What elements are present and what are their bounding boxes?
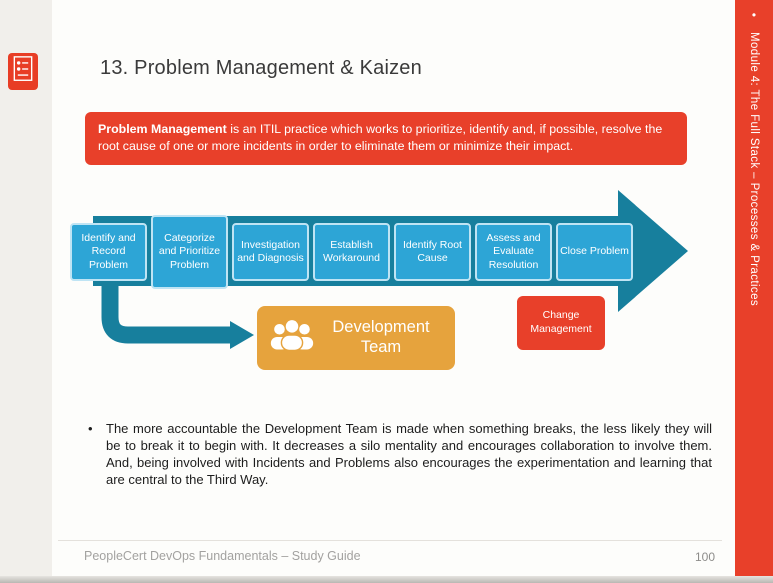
process-arrow-shape bbox=[93, 190, 688, 317]
development-team-card: Development Team bbox=[257, 306, 455, 370]
connector-arrow bbox=[98, 283, 268, 362]
module-sidebar-bullet: • bbox=[751, 8, 757, 22]
process-step: Establish Workaround bbox=[313, 223, 390, 281]
process-steps-row: Identify and Record Problem Categorize a… bbox=[70, 215, 650, 289]
scan-bottom-shadow bbox=[0, 576, 773, 583]
page-number: 100 bbox=[695, 550, 716, 564]
banner-term: Problem Management bbox=[98, 122, 227, 136]
banner-definition: is an ITIL practice which works to prior… bbox=[98, 122, 663, 154]
footer-divider bbox=[58, 540, 722, 541]
footer-title: PeopleCert DevOps Fundamentals – Study G… bbox=[84, 549, 361, 563]
slide-corner-badge bbox=[8, 53, 38, 90]
process-step: Identify and Record Problem bbox=[70, 223, 147, 281]
people-group-icon bbox=[267, 316, 317, 361]
page-title: 13. Problem Management & Kaizen bbox=[100, 57, 422, 79]
process-step: Close Problem bbox=[556, 223, 633, 281]
process-step: Assess and Evaluate Resolution bbox=[475, 223, 552, 281]
module-sidebar-label: Module 4: The Full Stack – Processes & P… bbox=[748, 32, 760, 307]
note-text: The more accountable the Development Tea… bbox=[106, 421, 712, 488]
module-sidebar: • Module 4: The Full Stack – Processes &… bbox=[735, 0, 773, 583]
document-form-icon bbox=[10, 53, 36, 90]
process-step: Categorize and Prioritize Problem bbox=[151, 215, 228, 289]
process-step: Identify Root Cause bbox=[394, 223, 471, 281]
scan-left-margin bbox=[0, 0, 52, 583]
change-management-card: Change Management bbox=[517, 296, 605, 350]
definition-banner: Problem Management is an ITIL practice w… bbox=[85, 112, 687, 165]
development-team-label: Development Team bbox=[332, 318, 430, 356]
note-bullet-glyph: • bbox=[88, 421, 93, 436]
process-step: Investigation and Diagnosis bbox=[232, 223, 309, 281]
